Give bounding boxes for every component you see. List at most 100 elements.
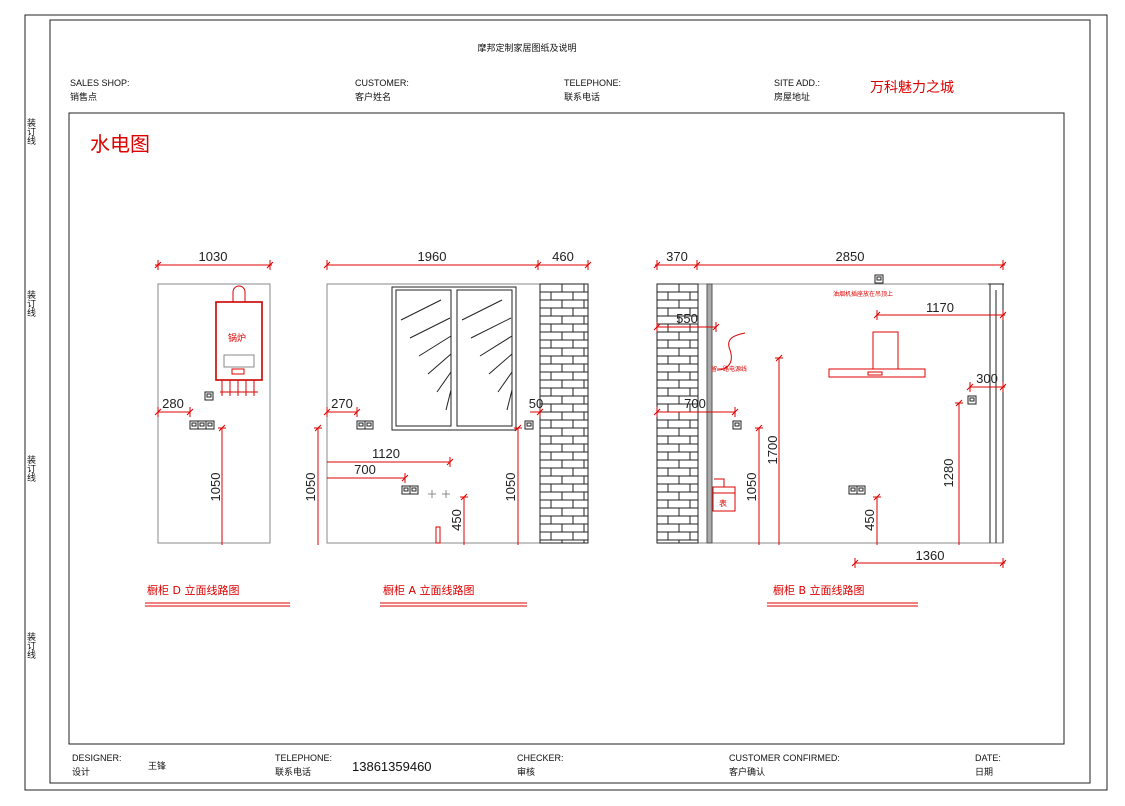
socket-icon <box>409 485 419 495</box>
dim-b-1050: 1050 <box>744 473 759 502</box>
column-right <box>988 283 1004 543</box>
socket-icon <box>967 395 977 405</box>
binding-margin: 装订线 装订线 装订线 装订线 <box>25 117 36 659</box>
dimension-ticks <box>154 260 1007 568</box>
socket-icon <box>848 485 858 495</box>
customer-label-cn: 客户姓名 <box>355 91 391 103</box>
dim-a-width: 1960 <box>418 249 447 264</box>
checker-label: CHECKER: <box>517 753 564 763</box>
caption-underlines <box>145 602 918 607</box>
site-value: 万科魅力之城 <box>870 80 954 96</box>
designer-label-cn: 设计 <box>72 766 90 778</box>
drawing-area <box>68 112 1065 745</box>
dim-b-1170: 1170 <box>926 300 954 315</box>
margin-label: 装订线 <box>25 117 36 145</box>
dim-b-width: 2850 <box>836 249 865 264</box>
caption-b: 橱柜 B 立面线路图 <box>773 583 865 597</box>
telephone-label-cn: 联系电话 <box>564 91 600 103</box>
dim-a-h-left: 1050 <box>303 473 318 502</box>
meter-label: 表 <box>719 498 727 508</box>
wall-outline <box>698 283 1004 544</box>
margin-label: 装订线 <box>25 454 36 482</box>
dim-a-700: 700 <box>354 462 376 477</box>
boiler-label: 锅炉 <box>228 332 246 344</box>
dim-d-width: 1030 <box>199 249 228 264</box>
footer-telephone-label: TELEPHONE: <box>275 753 332 763</box>
socket-icon <box>524 420 534 430</box>
caption-a: 橱柜 A 立面线路图 <box>383 583 475 597</box>
socket-icon <box>401 485 411 495</box>
sheet-title: 摩邦定制家居图纸及说明 <box>477 42 576 54</box>
checker-label-cn: 审核 <box>517 766 535 778</box>
dim-b-1280: 1280 <box>941 459 956 488</box>
designer-label: DESIGNER: <box>72 753 122 763</box>
power-cable <box>716 332 746 371</box>
dim-a-50: 50 <box>529 396 543 411</box>
wall-outline <box>326 283 541 544</box>
drawing-title: 水电图 <box>90 132 150 156</box>
boiler-icon: 锅炉 <box>215 285 263 396</box>
dim-b-450: 450 <box>862 509 877 531</box>
socket-icon <box>356 420 366 430</box>
designer-name: 王锋 <box>148 760 166 772</box>
note-power: 留一路电源线 <box>711 365 747 373</box>
wall-outline <box>157 283 271 544</box>
dim-b-brick: 370 <box>666 249 688 264</box>
socket-icon <box>197 420 207 430</box>
customer-confirmed-label-cn: 客户确认 <box>729 766 765 778</box>
socket-icon <box>204 391 214 401</box>
date-label-cn: 日期 <box>975 767 993 778</box>
elevation-b: 留一路电源线 油烟机插座放在吊顶上 表 <box>698 283 1004 544</box>
dimension-tick <box>154 260 1007 568</box>
dim-d-left: 280 <box>162 396 184 411</box>
site-label-cn: 房屋地址 <box>774 91 810 103</box>
hatched-column <box>706 283 713 544</box>
customer-label: CUSTOMER: <box>355 78 409 88</box>
telephone-label: TELEPHONE: <box>564 78 621 88</box>
brick-pattern <box>539 283 589 544</box>
footer-telephone-label-cn: 联系电话 <box>275 766 311 778</box>
inner-frame <box>49 19 1091 784</box>
brick-wall <box>539 283 589 544</box>
dim-a-left: 270 <box>331 396 353 411</box>
dim-a-h-right: 1050 <box>503 473 518 502</box>
dim-b-550: 550 <box>676 311 698 326</box>
dim-b-300: 300 <box>976 371 998 386</box>
caption-d: 橱柜 D 立面线路图 <box>147 583 239 597</box>
site-label: SITE ADD.: <box>774 78 820 88</box>
socket-icon <box>205 420 215 430</box>
socket-icon <box>364 420 374 430</box>
sales-shop-label-cn: 销售点 <box>70 91 97 103</box>
dim-a-450: 450 <box>449 509 464 531</box>
brick-wall <box>656 283 699 544</box>
dim-d-height: 1050 <box>208 473 223 502</box>
elevation-a <box>326 283 541 544</box>
window-icon <box>391 286 517 431</box>
elevation-d: 锅炉 <box>157 283 271 544</box>
margin-label: 装订线 <box>25 289 36 317</box>
dim-b-1700: 1700 <box>765 436 780 465</box>
sales-shop-label: SALES SHOP: <box>70 78 130 88</box>
customer-confirmed-label: CUSTOMER CONFIRMED: <box>729 753 840 763</box>
pipe-outlet <box>435 526 441 544</box>
glass-hatch <box>400 299 513 411</box>
dim-a-1120: 1120 <box>372 446 400 461</box>
socket-icon <box>874 274 884 284</box>
date-label: DATE: <box>975 753 1001 763</box>
socket-icon <box>856 485 866 495</box>
socket-icon <box>189 420 199 430</box>
footer-telephone-value: 13861359460 <box>352 759 432 774</box>
dimension-lines <box>155 264 1005 564</box>
sockets <box>189 274 977 495</box>
brick-pattern <box>656 283 699 544</box>
socket-icon <box>732 420 742 430</box>
dim-a-brick: 460 <box>552 249 574 264</box>
margin-label: 装订线 <box>25 631 36 659</box>
dim-b-700: 700 <box>684 396 706 411</box>
valve-icons <box>428 490 450 498</box>
gas-meter-icon: 表 <box>712 478 736 512</box>
note-hood: 油烟机插座放在吊顶上 <box>833 290 893 298</box>
range-hood-icon <box>828 331 926 378</box>
dim-b-1360: 1360 <box>916 548 945 563</box>
